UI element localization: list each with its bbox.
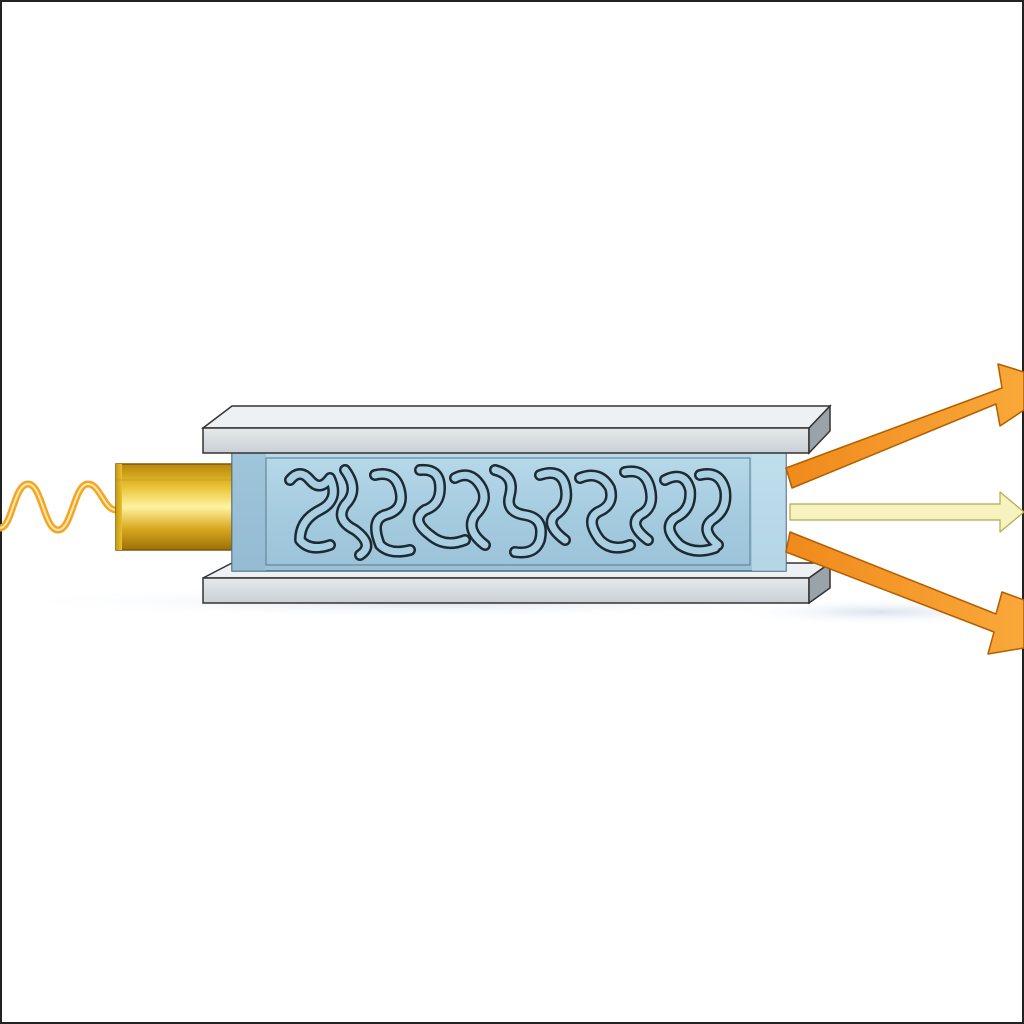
top-plate [200, 404, 832, 455]
orange-arrow-icon-upper [785, 363, 1024, 489]
maze-pattern-icon [231, 451, 787, 572]
pale-yellow-arrow-icon [789, 491, 1024, 533]
orange-arrow-icon-lower [785, 531, 1024, 655]
gold-cylinder-icon [115, 463, 237, 551]
sine-wave-icon [0, 480, 120, 534]
